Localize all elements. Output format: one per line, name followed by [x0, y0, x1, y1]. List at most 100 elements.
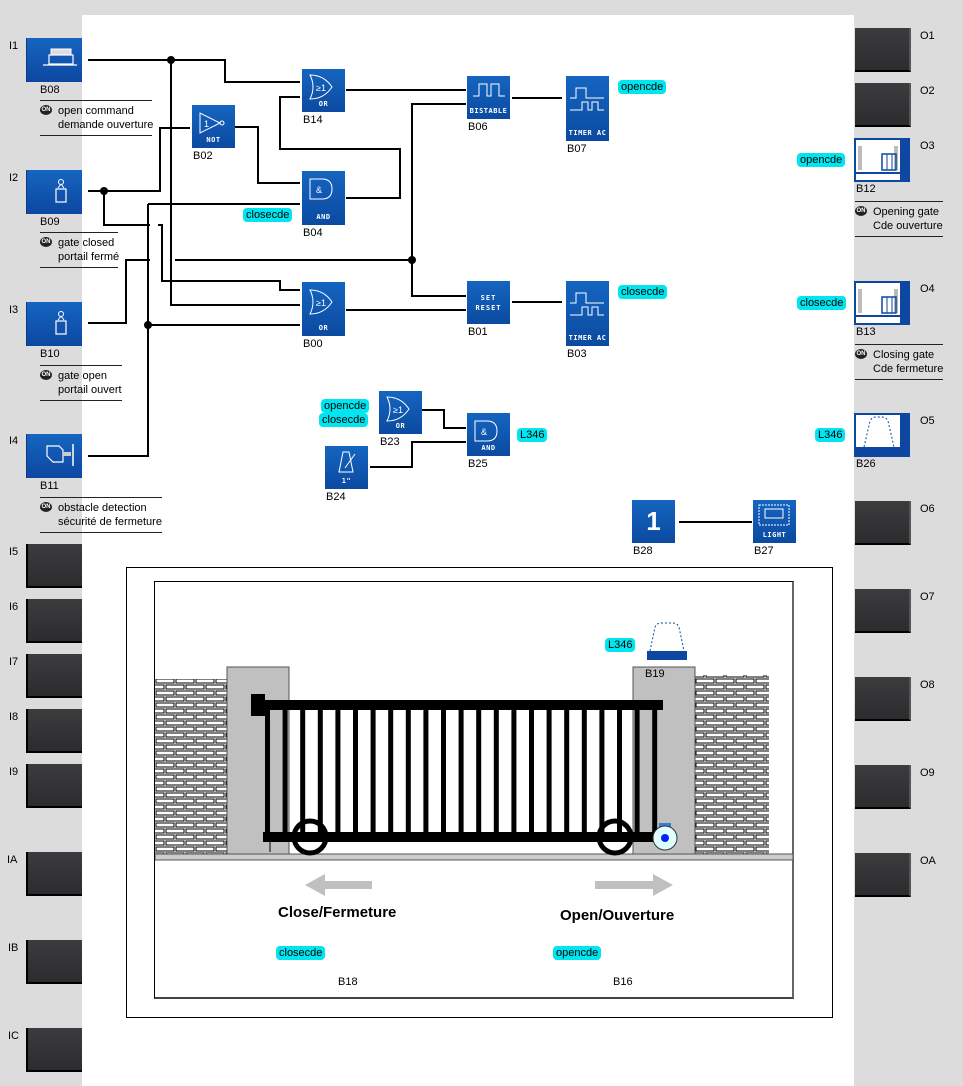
block-b07-timer[interactable]: TIMER AC — [566, 76, 609, 141]
output-pin-label: O4 — [920, 283, 935, 295]
gate-motor-icon — [856, 146, 900, 174]
input-slot-i6[interactable] — [26, 599, 82, 643]
or-gate-icon: ≥1 — [309, 74, 333, 100]
input-slot-i5[interactable] — [26, 544, 82, 588]
display-icon — [758, 504, 790, 526]
block-b28-constant[interactable]: 1 — [632, 500, 675, 543]
block-b00-or[interactable]: ≥1 OR — [302, 282, 345, 336]
pulse-icon — [473, 83, 505, 97]
input-slot-ic[interactable] — [26, 1028, 82, 1072]
and-gate-icon: & — [309, 178, 333, 200]
block-label: B06 — [468, 121, 488, 133]
output-pin-label: O8 — [920, 679, 935, 691]
brick-wall-left — [155, 679, 227, 854]
block-label: B16 — [613, 976, 633, 988]
gate-illustration — [155, 622, 793, 896]
output-slot-o7[interactable] — [855, 589, 911, 633]
input-pin-label: I4 — [9, 435, 19, 447]
input-pin-label: IC — [8, 1030, 19, 1042]
gate-bar — [370, 710, 376, 832]
block-b04-and[interactable]: & AND — [302, 171, 345, 225]
or-gate-icon: ≥1 — [309, 289, 333, 315]
gate-bar — [493, 710, 499, 832]
input-slot-i9[interactable] — [26, 764, 82, 808]
limit-switch-icon — [55, 179, 67, 203]
block-b03-timer[interactable]: TIMER AC — [566, 281, 609, 346]
block-label: B00 — [303, 338, 323, 350]
output-slot-o1[interactable] — [855, 28, 911, 72]
input-pin-label: I8 — [9, 711, 19, 723]
svg-text:≥1: ≥1 — [316, 298, 326, 308]
pillar-right — [632, 666, 696, 855]
output-slot-o8[interactable] — [855, 677, 911, 721]
output-slot-o9[interactable] — [855, 765, 911, 809]
block-label: B02 — [193, 150, 213, 162]
input-block-b08[interactable] — [26, 38, 82, 82]
output-pin-label: O2 — [920, 85, 935, 97]
gate-bar — [335, 710, 341, 832]
input-slot-i8[interactable] — [26, 709, 82, 753]
output-pin-label: O3 — [920, 140, 935, 152]
tag-closecde: closecde — [319, 413, 369, 427]
tag-opencde: opencde — [797, 153, 846, 167]
gate-motor-icon — [856, 289, 900, 317]
comment-b10: ON gate open portail ouvert — [40, 365, 122, 401]
output-pin-label: OA — [920, 855, 936, 867]
input-slot-ib[interactable] — [26, 940, 82, 984]
block-caption: LIGHT — [762, 531, 787, 539]
block-b02-not[interactable]: 1 NOT — [192, 105, 235, 148]
gate-bar — [282, 710, 288, 832]
tag-closecde: closecde — [618, 285, 668, 299]
tag-l346: L346 — [517, 428, 548, 442]
block-b25-and[interactable]: & AND — [467, 413, 510, 456]
output-slot-oa[interactable] — [855, 853, 911, 897]
block-b24-clock[interactable]: 1" — [325, 446, 368, 489]
gate-bar — [388, 710, 394, 832]
pushbutton-icon — [43, 48, 77, 66]
metronome-icon — [338, 451, 356, 473]
block-caption: 1" — [341, 477, 352, 485]
output-slot-o6[interactable] — [855, 501, 911, 545]
block-label: B25 — [468, 458, 488, 470]
tag-opencde: opencde — [618, 80, 667, 94]
block-caption: TIMER AC — [568, 129, 607, 137]
block-label: B07 — [567, 143, 587, 155]
block-b14-or[interactable]: ≥1 OR — [302, 69, 345, 112]
gate-bar — [617, 710, 622, 832]
block-caption: AND — [481, 444, 496, 452]
block-b23-or[interactable]: ≥1 OR — [379, 391, 422, 434]
block-caption: NOT — [206, 136, 221, 144]
block-label: B10 — [40, 348, 60, 360]
comment-on-icon: ON — [855, 206, 867, 216]
output-pin-label: O9 — [920, 767, 935, 779]
input-block-b10[interactable] — [26, 302, 82, 346]
output-pin-label: O7 — [920, 591, 935, 603]
output-block-b26[interactable] — [854, 413, 910, 457]
gate-bar — [265, 710, 270, 832]
and-gate-icon: & — [474, 420, 498, 442]
input-slot-ia[interactable] — [26, 852, 82, 896]
block-label: B26 — [856, 458, 876, 470]
block-label: B14 — [303, 114, 323, 126]
block-label: B11 — [40, 480, 59, 492]
output-block-b12[interactable] — [854, 138, 910, 182]
block-label: B28 — [633, 545, 653, 557]
gate-bar — [353, 710, 358, 832]
output-slot-o2[interactable] — [855, 83, 911, 127]
input-pin-label: I1 — [9, 40, 19, 52]
block-label: B18 — [338, 976, 358, 988]
block-b27-light[interactable]: LIGHT — [753, 500, 796, 543]
block-label: B27 — [754, 545, 774, 557]
input-block-b11[interactable] — [26, 434, 82, 478]
comment-on-icon: ON — [40, 105, 52, 115]
beacon-light — [647, 622, 687, 660]
output-pin-label: O6 — [920, 503, 935, 515]
output-block-b13[interactable] — [854, 281, 910, 325]
input-slot-i7[interactable] — [26, 654, 82, 698]
beacon-light-icon — [856, 416, 900, 455]
block-label: B23 — [380, 436, 400, 448]
input-block-b09[interactable] — [26, 170, 82, 214]
block-b06-bistable[interactable]: BISTABLE — [467, 76, 510, 119]
comment-b09: ON gate closed portail fermé — [40, 232, 119, 268]
